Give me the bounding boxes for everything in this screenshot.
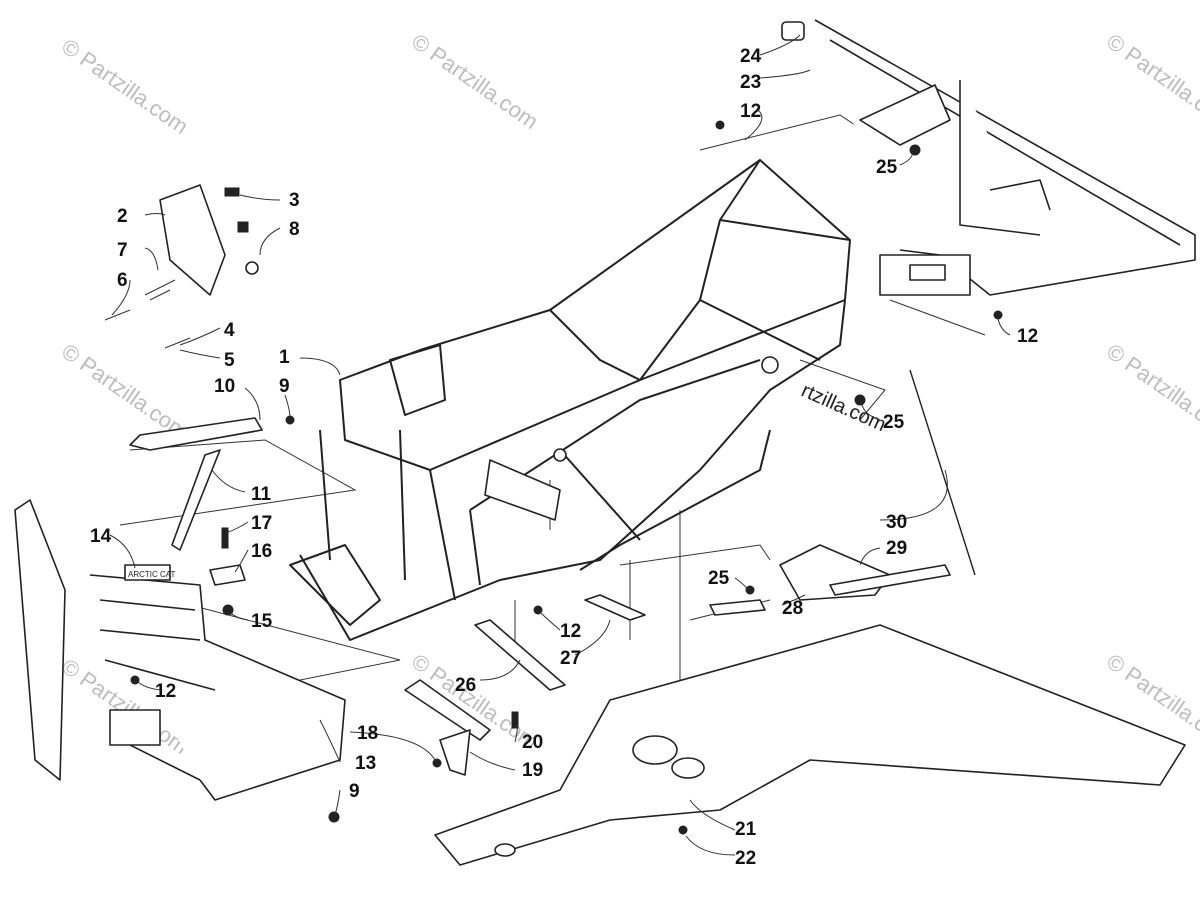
skid-plate <box>434 624 1186 866</box>
watermark-fragment: rtzilla.com <box>798 379 889 436</box>
callout-7: 7 <box>117 240 128 261</box>
watermark: © Partzilla.com <box>1102 339 1200 445</box>
callout-13: 13 <box>355 753 376 774</box>
callout-19: 19 <box>522 760 543 781</box>
callout-17: 17 <box>251 513 272 534</box>
callout-20: 20 <box>522 732 543 753</box>
callout-25: 25 <box>883 412 905 433</box>
callout-28: 28 <box>782 598 803 619</box>
callout-25: 25 <box>876 157 898 178</box>
callout-29: 29 <box>886 538 907 559</box>
callout-12: 12 <box>1017 326 1038 347</box>
callout-25: 25 <box>708 568 730 589</box>
watermark: © Partzilla.com <box>57 339 193 445</box>
fasteners <box>130 120 1003 823</box>
callout-24: 24 <box>740 46 762 67</box>
brackets-and-bars <box>129 417 766 776</box>
callout-labels: 24 23 12 25 12 25 2 7 6 3 8 4 5 1 10 9 1… <box>90 46 1038 869</box>
callout-22: 22 <box>735 848 756 869</box>
leader-lines <box>109 34 1011 856</box>
callout-10: 10 <box>214 376 235 397</box>
callout-18: 18 <box>357 723 378 744</box>
callout-21: 21 <box>735 819 757 840</box>
watermark: © Partzilla.com <box>57 34 193 140</box>
callout-16: 16 <box>251 541 272 562</box>
callout-12: 12 <box>155 681 176 702</box>
callout-2: 2 <box>117 206 128 227</box>
callout-9: 9 <box>279 376 290 397</box>
callout-6: 6 <box>117 270 128 291</box>
callout-3: 3 <box>289 190 300 211</box>
callout-15: 15 <box>251 611 273 632</box>
brand-plate-text: ARCTIC CAT <box>128 570 176 579</box>
callout-11: 11 <box>251 484 272 505</box>
callout-27: 27 <box>560 648 581 669</box>
callout-9: 9 <box>349 781 360 802</box>
watermark: © Partzilla.com <box>1102 29 1200 135</box>
headlight-assembly <box>104 184 259 349</box>
front-rack: ARCTIC CAT <box>14 499 346 801</box>
callout-14: 14 <box>90 526 112 547</box>
callout-1: 1 <box>279 347 290 368</box>
callout-26: 26 <box>455 675 476 696</box>
main-frame <box>289 159 851 641</box>
callout-8: 8 <box>289 219 300 240</box>
callout-12: 12 <box>560 621 581 642</box>
rear-rack <box>781 19 1196 296</box>
callout-4: 4 <box>224 320 235 341</box>
callout-30: 30 <box>886 512 907 533</box>
footrest-bracket <box>779 369 976 601</box>
callout-12: 12 <box>740 101 761 122</box>
callout-23: 23 <box>740 72 761 93</box>
callout-5: 5 <box>224 350 235 371</box>
watermark: © Partzilla.com <box>407 29 543 135</box>
